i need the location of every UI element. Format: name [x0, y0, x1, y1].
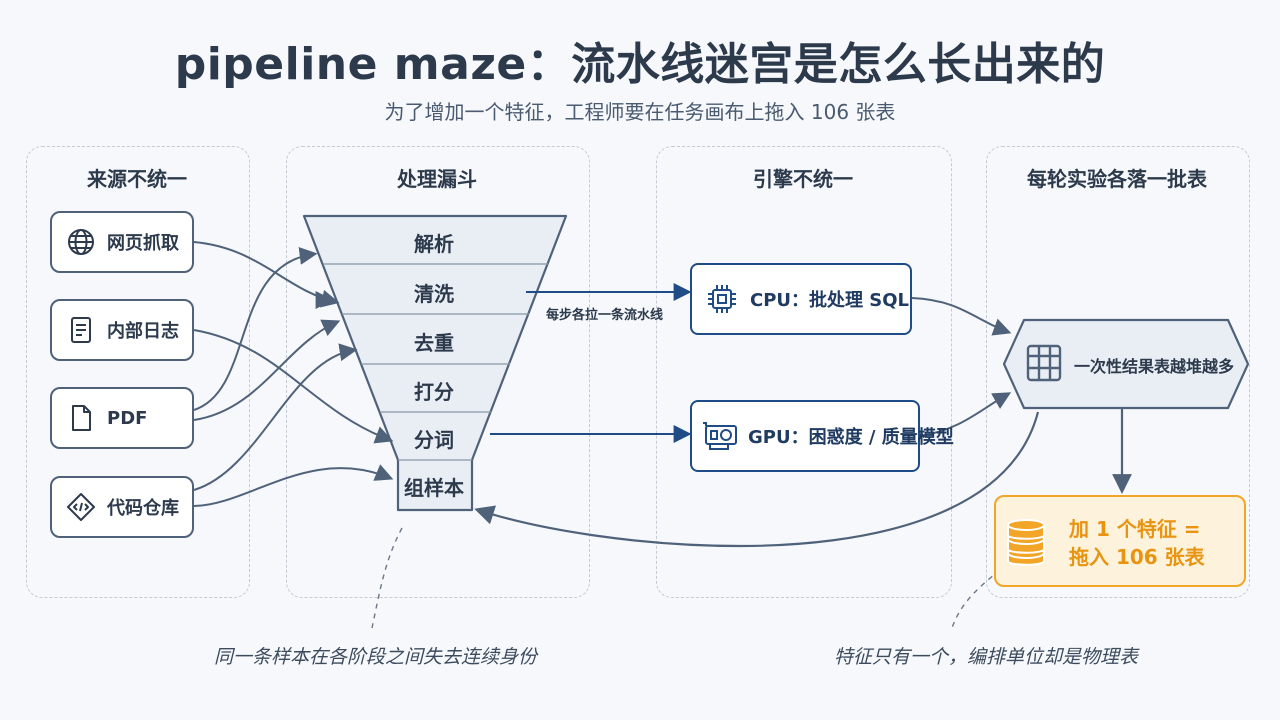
edge-label: 每步各拉一条流水线 [546, 308, 664, 323]
funnel-stage: 去重 [414, 331, 454, 355]
funnel-stage: 组样本 [404, 476, 464, 500]
panel-sources [26, 146, 250, 598]
panel-title-results: 每轮实验各落一批表 [1027, 167, 1207, 191]
gpu-card-icon [702, 416, 740, 456]
note-left: 同一条样本在各阶段之间失去连续身份 [214, 646, 538, 668]
panel-title-engines: 引擎不统一 [753, 167, 853, 191]
source-connectors [193, 241, 394, 507]
log-document-icon [65, 314, 97, 346]
panel-title-funnel: 处理漏斗 [397, 167, 477, 191]
file-icon [65, 402, 97, 434]
funnel-stage: 清洗 [414, 282, 454, 306]
engine-gpu: GPU：困惑度 / 质量模型 [690, 400, 954, 472]
engine-label: GPU：困惑度 / 质量模型 [748, 427, 954, 448]
source-internal-logs: 内部日志 [50, 299, 194, 361]
funnel [302, 214, 568, 512]
panel-funnel [286, 146, 590, 598]
source-label: PDF [107, 407, 148, 429]
source-label: 代码仓库 [107, 498, 179, 519]
source-web-crawl: 网页抓取 [50, 211, 194, 273]
table-icon [1026, 344, 1062, 382]
page-title: pipeline maze：流水线迷宫是怎么长出来的 [174, 39, 1106, 90]
outcome-line-1: 加 1 个特征 = [1069, 517, 1201, 541]
source-code-repo: 代码仓库 [50, 476, 194, 538]
result-table-label: 一次性结果表越堆越多 [1074, 357, 1235, 376]
note-right: 特征只有一个，编排单位却是物理表 [834, 646, 1139, 668]
globe-icon [65, 226, 97, 258]
panel-results [986, 146, 1250, 598]
panel-engines [656, 146, 952, 598]
cpu-chip-icon [702, 279, 742, 319]
engine-cpu: CPU：批处理 SQL [690, 263, 912, 335]
funnel-stage: 解析 [414, 232, 454, 256]
database-icon [1004, 513, 1048, 573]
panel-title-sources: 来源不统一 [87, 167, 187, 191]
code-icon [65, 491, 97, 523]
source-pdf: PDF [50, 387, 194, 449]
funnel-stage: 打分 [414, 380, 454, 404]
result-table-node [1002, 318, 1250, 410]
page-subtitle: 为了增加一个特征，工程师要在任务画布上拖入 106 张表 [384, 100, 896, 124]
source-label: 内部日志 [107, 321, 179, 342]
source-label: 网页抓取 [107, 233, 179, 254]
outcome-line-2: 拖入 106 张表 [1069, 545, 1205, 569]
outcome-box: 加 1 个特征 = 拖入 106 张表 [994, 495, 1246, 587]
engine-label: CPU：批处理 SQL [750, 290, 910, 311]
funnel-stage: 分词 [414, 428, 454, 452]
